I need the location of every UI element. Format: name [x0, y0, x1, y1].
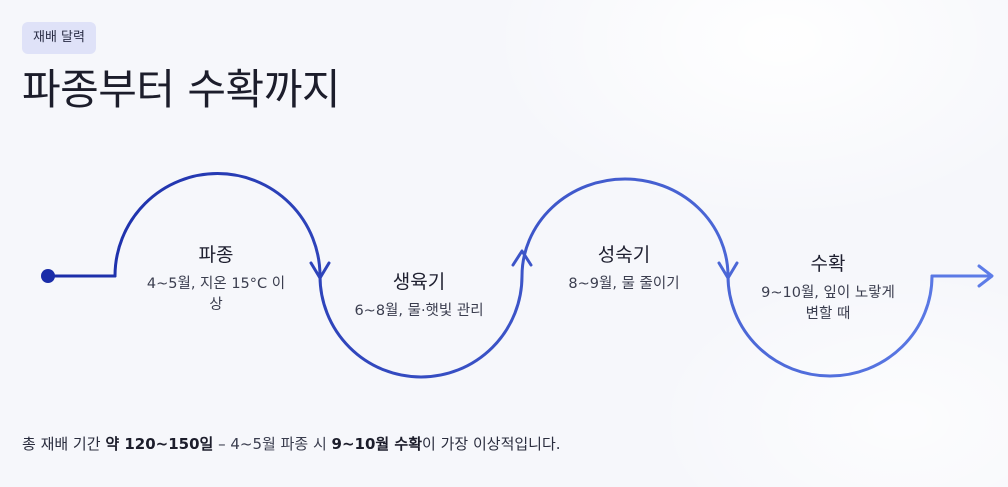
maturity-arc: [520, 177, 730, 278]
stage-description: 8~9월, 물 줄이기: [568, 276, 680, 292]
arrow-up-icon: [511, 249, 533, 267]
harvest-arc: [726, 274, 934, 378]
stage-harvest: 수확 9~10월, 잎이 노랗게 변할 때: [753, 251, 903, 325]
stage-name: 생육기: [392, 271, 446, 293]
summary-harvest: 9~10월 수확: [331, 435, 423, 453]
page-title: 파종부터 수확까지: [22, 65, 340, 114]
arrow-down-icon: [717, 261, 739, 280]
summary-suffix: 이 가장 이상적입니다.: [422, 435, 561, 453]
start-dot: [41, 269, 55, 283]
summary-prefix: 총 재배 기간: [22, 435, 106, 453]
category-badge: 재배 달력: [22, 22, 96, 54]
stage-sowing: 파종 4~5월, 지온 15°C 이상: [141, 242, 291, 316]
stage-name: 수확: [810, 253, 846, 275]
stage-name: 성숙기: [597, 244, 651, 266]
summary-note: 총 재배 기간 약 120~150일 – 4~5월 파종 시 9~10월 수확이…: [22, 433, 561, 455]
stage-name: 파종: [198, 244, 234, 266]
stage-description: 4~5월, 지온 15°C 이상: [146, 276, 286, 313]
sowing-arc: [113, 172, 322, 278]
stage-growth: 생육기 6~8월, 물·햇빛 관리: [344, 269, 494, 322]
stage-description: 6~8월, 물·햇빛 관리: [354, 303, 484, 319]
arrow-right-icon: [977, 264, 994, 288]
summary-period: 약 120~150일: [105, 435, 214, 453]
stage-maturity: 성숙기 8~9월, 물 줄이기: [549, 242, 699, 295]
arrow-down-icon: [309, 261, 331, 280]
summary-middle: – 4~5월 파종 시: [213, 435, 332, 453]
growth-arc: [318, 274, 524, 379]
stage-description: 9~10월, 잎이 노랗게 변할 때: [761, 285, 895, 322]
